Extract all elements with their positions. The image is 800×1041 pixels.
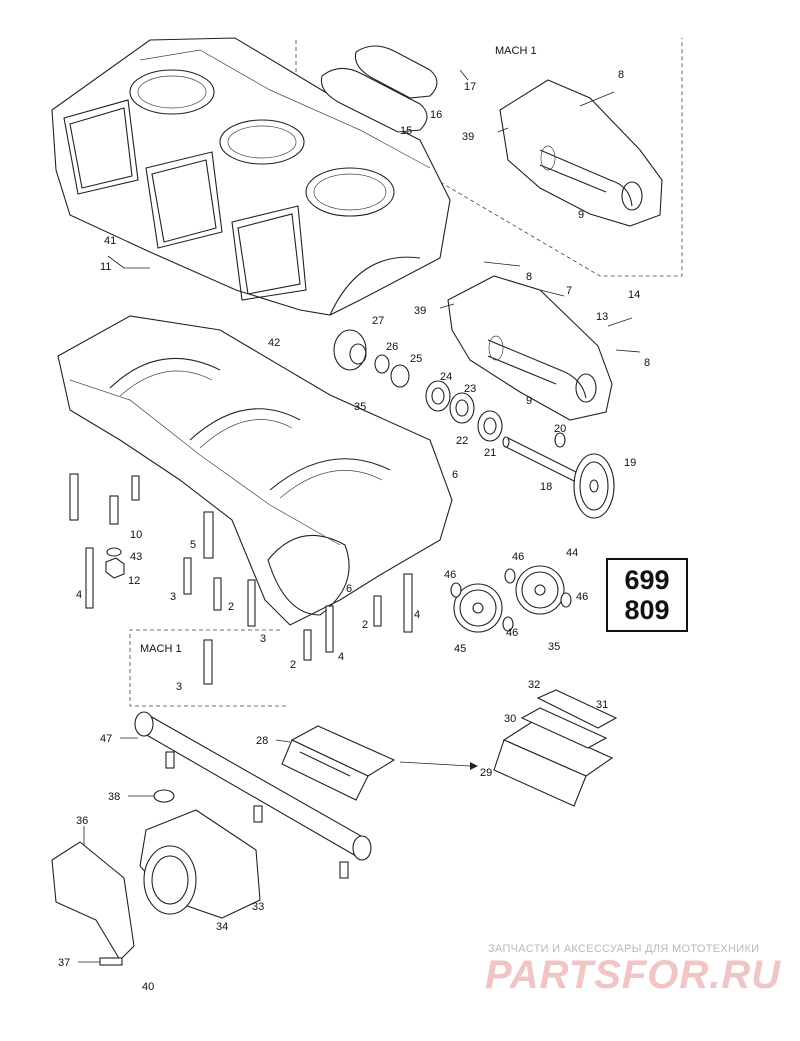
rotary-valve-cover [447, 275, 613, 421]
part-label-46a: 46 [512, 551, 524, 563]
bearings-seals [333, 329, 566, 448]
part-label-29: 29 [480, 767, 492, 779]
part-label-2b: 2 [362, 619, 368, 631]
part-label-22: 22 [456, 435, 468, 447]
part-label-9b: 9 [526, 395, 532, 407]
part-label-23: 23 [464, 383, 476, 395]
reed-arrowhead [470, 762, 478, 770]
part-label-8c: 8 [644, 357, 650, 369]
part-label-8b: 8 [526, 271, 532, 283]
part-label-46b: 46 [444, 569, 456, 581]
reed-valve-exploded [493, 689, 618, 807]
part-label-15: 15 [400, 125, 412, 137]
part-label-13: 13 [596, 311, 608, 323]
idler-gears [450, 565, 572, 633]
part-label-3a: 3 [170, 591, 176, 603]
part-label-11: 11 [100, 261, 111, 273]
part-label-42: 42 [268, 337, 280, 349]
part-label-35b: 35 [548, 641, 560, 653]
part-label-10: 10 [130, 529, 142, 541]
part-label-36: 36 [76, 815, 88, 827]
part-label-47: 47 [100, 733, 112, 745]
part-labels: MACH 1 MACH 1 8 17 16 15 39 9 41 11 8 7 … [58, 45, 650, 993]
part-label-6a: 6 [452, 469, 458, 481]
part-label-20: 20 [554, 423, 566, 435]
watermark-subtitle: ЗАПЧАСТИ И АКСЕССУАРЫ ДЛЯ МОТОТЕХНИКИ [488, 943, 760, 955]
leader-lines [78, 69, 641, 963]
part-label-19: 19 [624, 457, 636, 469]
rotary-valve-cover-mach1 [499, 79, 663, 227]
part-label-30: 30 [504, 713, 516, 725]
part-label-25: 25 [410, 353, 422, 365]
watermark-brand-logo: PARTSFOR.RU [485, 953, 782, 997]
part-label-37: 37 [58, 957, 70, 969]
part-label-44: 44 [566, 547, 578, 559]
part-label-34: 34 [216, 921, 228, 933]
part-label-21: 21 [484, 447, 496, 459]
mach1-boundary-top [295, 38, 683, 277]
rotary-valve-shaft [502, 436, 615, 519]
model-code-box: 699 809 [606, 558, 688, 632]
model-code-699: 699 [624, 565, 670, 595]
intake-adaptor [51, 789, 261, 966]
mach1-label-bottom: MACH 1 [140, 643, 182, 655]
part-label-43: 43 [130, 551, 142, 563]
part-label-4c: 4 [338, 651, 344, 663]
part-label-39b: 39 [414, 305, 426, 317]
part-label-6b: 6 [346, 583, 352, 595]
part-label-31: 31 [596, 699, 608, 711]
part-label-12: 12 [128, 575, 140, 587]
reed-arrow [399, 761, 471, 767]
part-label-27: 27 [372, 315, 384, 327]
part-label-35a: 35 [354, 401, 366, 413]
mach1-label-top: MACH 1 [495, 45, 537, 57]
part-label-40: 40 [142, 981, 154, 993]
part-label-2c: 2 [290, 659, 296, 671]
part-label-39a: 39 [462, 131, 474, 143]
part-label-2a: 2 [228, 601, 234, 613]
part-label-32: 32 [528, 679, 540, 691]
part-label-46d: 46 [506, 627, 518, 639]
gasket-15-16 [320, 45, 438, 133]
part-label-9a: 9 [578, 209, 584, 221]
part-label-8a: 8 [618, 69, 624, 81]
part-label-46c: 46 [576, 591, 588, 603]
part-label-26: 26 [386, 341, 398, 353]
model-code-809: 809 [624, 595, 670, 625]
part-label-14: 14 [628, 289, 640, 301]
water-manifold [134, 711, 372, 879]
part-label-4a: 4 [76, 589, 82, 601]
part-label-7: 7 [566, 285, 572, 297]
part-label-3b: 3 [260, 633, 266, 645]
mach1-boundary-bottom [129, 629, 286, 707]
part-label-3c: 3 [176, 681, 182, 693]
part-label-17: 17 [464, 81, 476, 93]
part-label-24: 24 [440, 371, 452, 383]
part-label-5: 5 [190, 539, 196, 551]
part-label-4b: 4 [414, 609, 420, 621]
reed-valve-28 [281, 725, 396, 801]
fasteners [69, 473, 413, 685]
part-label-18: 18 [540, 481, 552, 493]
part-label-16: 16 [430, 109, 442, 121]
part-label-33: 33 [252, 901, 264, 913]
part-label-45: 45 [454, 643, 466, 655]
part-label-38: 38 [108, 791, 120, 803]
part-label-28: 28 [256, 735, 268, 747]
lower-crankcase [57, 315, 453, 626]
part-label-41: 41 [104, 235, 116, 247]
